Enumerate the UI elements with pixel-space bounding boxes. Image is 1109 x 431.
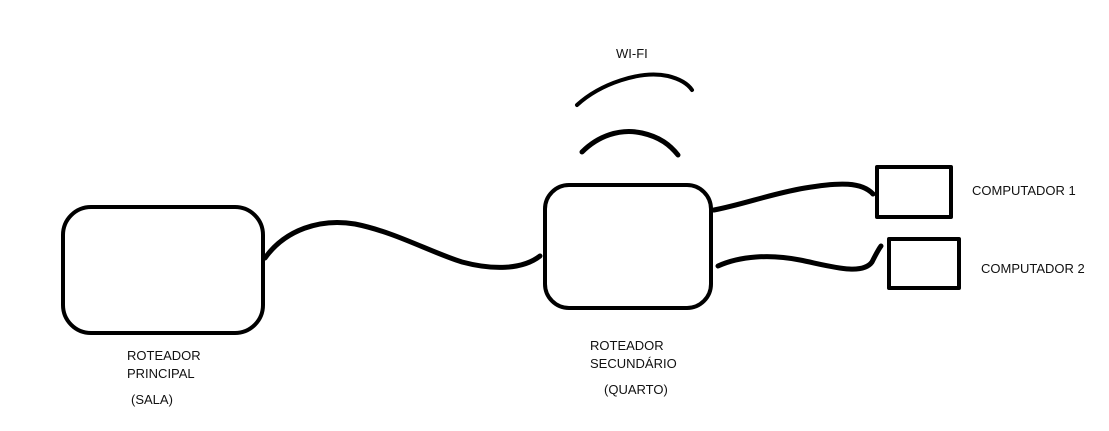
router-main-label-line2: PRINCIPAL (127, 366, 195, 381)
computer-2-box (887, 237, 961, 290)
wifi-arc-inner (579, 129, 681, 158)
router-secondary-location: (QUARTO) (604, 382, 668, 397)
router-main-label-line1: ROTEADOR (127, 348, 201, 363)
router-secondary-box (543, 183, 713, 310)
router-secondary-label-line2: SECUNDÁRIO (590, 356, 677, 371)
router-main-location: (SALA) (131, 392, 173, 407)
router-secondary-label-line1: ROTEADOR (590, 338, 664, 353)
wifi-label: WI-FI (616, 46, 648, 61)
router-main-box (61, 205, 265, 335)
cable-secondary-to-computer-1 (711, 181, 876, 213)
computer-2-label: COMPUTADOR 2 (981, 261, 1085, 276)
computer-1-box (875, 165, 953, 219)
computer-1-label: COMPUTADOR 1 (972, 183, 1076, 198)
wifi-arc-outer (575, 72, 694, 107)
cable-secondary-to-computer-2 (715, 243, 884, 272)
cable-main-to-secondary (262, 220, 543, 270)
